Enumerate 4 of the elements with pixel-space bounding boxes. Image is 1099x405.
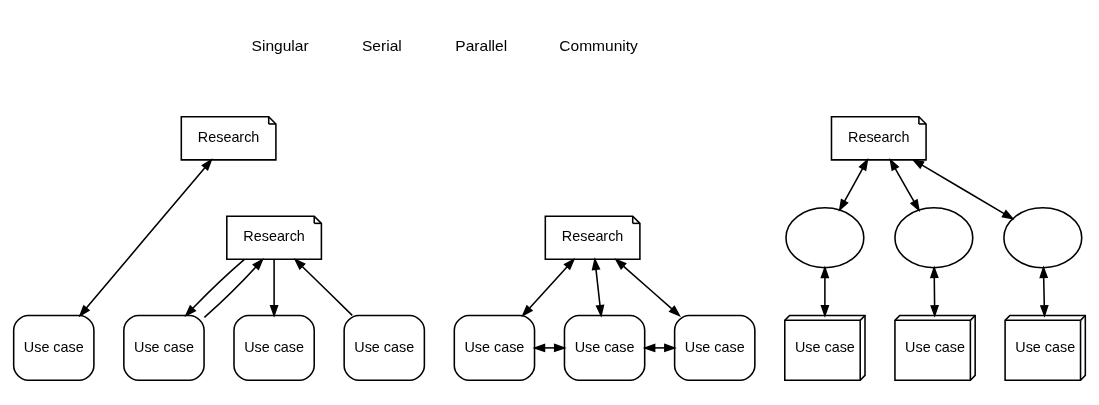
- label: Singular: [251, 36, 309, 54]
- label: Serial: [361, 36, 402, 54]
- label: Community: [559, 36, 638, 54]
- label: Parallel: [455, 36, 508, 54]
